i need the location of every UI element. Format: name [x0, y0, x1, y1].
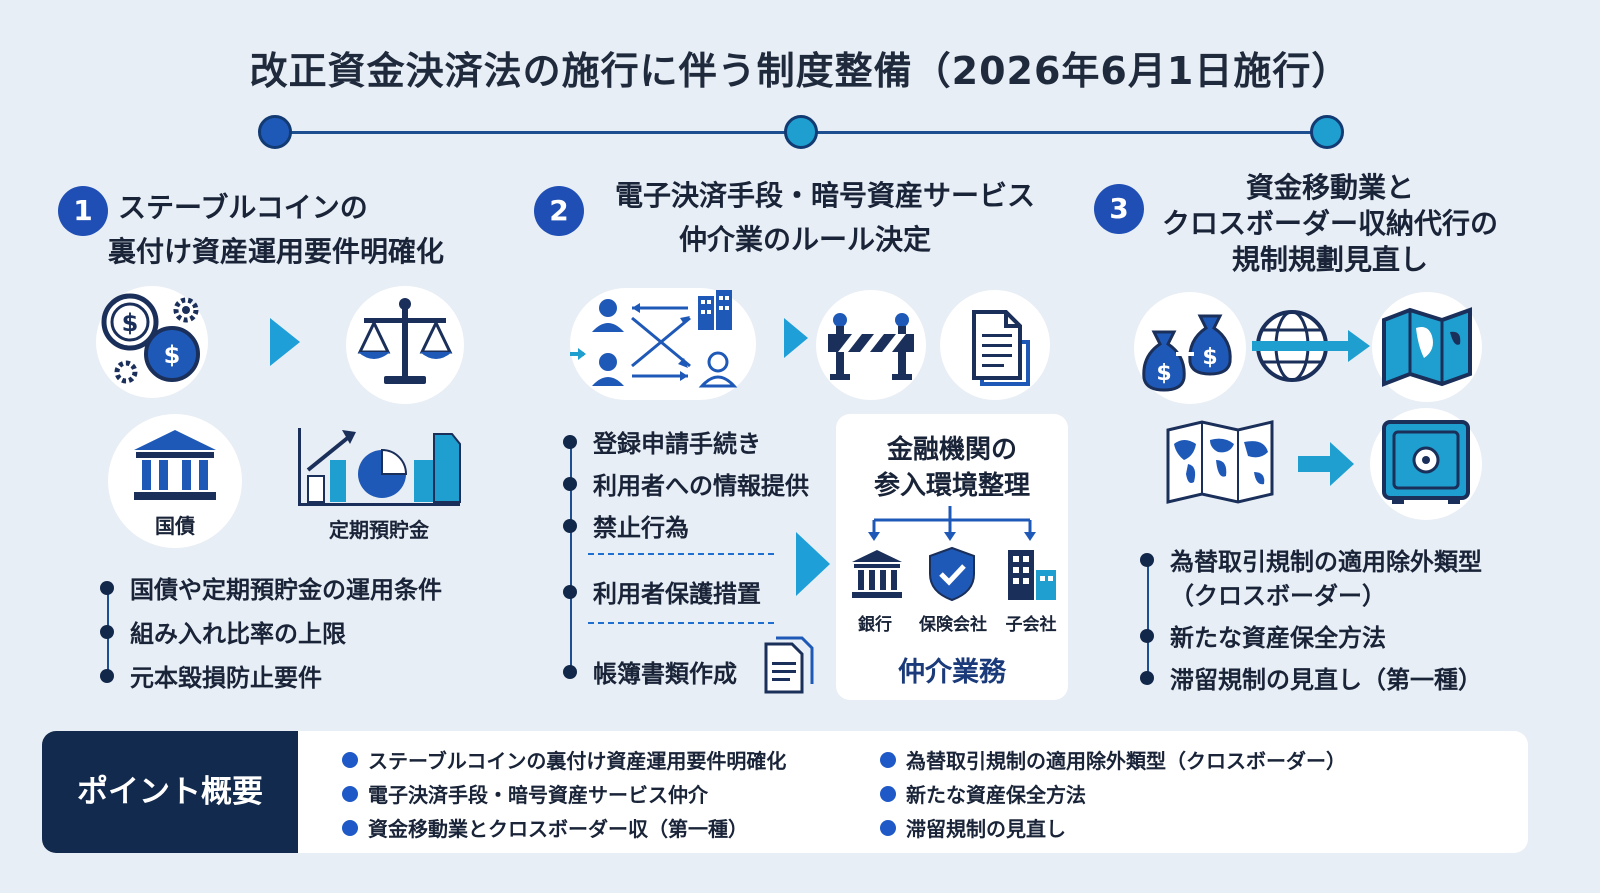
- arrow-right-icon: [1298, 442, 1354, 486]
- page-title: 改正資金決済法の施行に伴う制度整備（2026年6月1日施行）: [249, 49, 1351, 93]
- entity-subsidiary: 子会社: [1005, 615, 1057, 635]
- section-2-bullet-2: 利用者への情報提供: [563, 466, 809, 501]
- financial-institutions-panel: 金融機関の 参入環境整理 銀行 保険会社 子会社 仲介業務: [836, 414, 1068, 700]
- timeline-dot-1: [258, 115, 292, 149]
- barrier-icon: [816, 290, 926, 400]
- section-2-number: 2: [534, 186, 584, 236]
- bank-label: 国債: [155, 514, 195, 538]
- summary-item-left-2: 電子決済手段・暗号資産サービス仲介: [342, 779, 708, 808]
- section-2-bullet-5: 帳簿書類作成: [563, 654, 737, 689]
- section-2-bullet-line: [570, 440, 572, 672]
- money-bags-icon: $ $: [1134, 292, 1246, 404]
- chart-icon: [298, 428, 461, 506]
- svg-text:$: $: [164, 341, 181, 369]
- section-3-bullet-3: 滞留規制の見直し（第一種）: [1140, 660, 1482, 695]
- summary-item-right-3: 滞留規制の見直し: [880, 813, 1066, 842]
- panel-footer: 仲介業務: [898, 657, 1006, 688]
- arrow-right-icon: [784, 318, 808, 358]
- section-3-title-line-3: 規制規劃見直し: [1231, 243, 1428, 276]
- summary-item-right-1: 為替取引規制の適用除外類型（クロスボーダー）: [880, 745, 1346, 774]
- section-3-title-line-1: 資金移動業と: [1245, 171, 1414, 204]
- svg-text:$: $: [1156, 361, 1171, 386]
- summary-item-right-2: 新たな資産保全方法: [880, 779, 1086, 808]
- timeline-dot-3: [1310, 115, 1344, 149]
- section-3-title-line-2: クロスボーダー収納代行の: [1161, 207, 1498, 240]
- section-3-number: 3: [1094, 184, 1144, 234]
- section-3-bullet-line: [1147, 560, 1149, 676]
- section-3-bullet-1: 為替取引規制の適用除外類型: [1140, 542, 1482, 577]
- section-3-bullet-1-continuation: （クロスボーダー）: [1170, 582, 1386, 610]
- safe-icon: [1370, 408, 1482, 520]
- globe-arrow-icon: [1252, 310, 1370, 382]
- map-icon: [1372, 292, 1482, 402]
- arrow-right-icon: [796, 532, 830, 596]
- bank-icon: [852, 550, 902, 598]
- summary-panel: ポイント概要 ステーブルコインの裏付け資産運用要件明確化 電子決済手段・暗号資産…: [42, 731, 1528, 853]
- bank-icon: [134, 430, 216, 500]
- section-2-bullet-4: 利用者保護措置: [563, 574, 761, 609]
- svg-text:$: $: [122, 309, 139, 337]
- building-icon: [1008, 550, 1056, 600]
- svg-text:$: $: [1202, 345, 1217, 370]
- summary-item-left-1: ステーブルコインの裏付け資産運用要件明確化: [342, 745, 786, 774]
- dollar-gears-icon: $ $: [96, 286, 208, 398]
- chart-label: 定期預貯金: [329, 518, 429, 542]
- people-network-icon: [570, 288, 756, 400]
- entity-insurance: 保険会社: [919, 615, 987, 635]
- panel-title-line-1: 金融機関の: [886, 435, 1017, 465]
- shield-check-icon: [929, 546, 975, 602]
- section-3-bullet-2: 新たな資産保全方法: [1140, 618, 1386, 653]
- section-1-title-line-1: ステーブルコインの: [118, 191, 368, 224]
- section-1-bullet-1: 国債や定期預貯金の運用条件: [100, 570, 442, 605]
- section-2-bullet-3: 禁止行為: [563, 508, 689, 543]
- section-1-bullet-3: 元本毀損防止要件: [100, 658, 322, 693]
- timeline-dot-2: [784, 115, 818, 149]
- section-1-number: 1: [58, 186, 108, 236]
- scales-icon: [346, 286, 464, 404]
- summary-heading: ポイント概要: [42, 731, 298, 853]
- branch-arrows: [868, 506, 1036, 541]
- summary-item-left-3: 資金移動業とクロスボーダー収（第一種）: [342, 813, 748, 842]
- section-1-title-line-2: 裏付け資産運用要件明確化: [108, 235, 445, 268]
- entity-bank: 銀行: [858, 615, 892, 635]
- bank-icon-circle: 国債: [108, 414, 242, 548]
- document-icon: [940, 290, 1050, 400]
- section-2-title-line-2: 仲介業のルール決定: [678, 223, 931, 256]
- section-1-bullet-2: 組み入れ比率の上限: [100, 614, 346, 649]
- section-2-title-line-1: 電子決済手段・暗号資産サービス: [614, 179, 1035, 212]
- section-2-bullet-1: 登録申請手続き: [563, 424, 761, 459]
- arrow-right-icon: [270, 318, 300, 366]
- ledger-document-icon: [764, 636, 814, 694]
- panel-title-line-2: 参入環境整理: [873, 471, 1030, 501]
- world-map-icon: [1166, 420, 1274, 504]
- divider: [588, 622, 774, 624]
- divider: [588, 553, 774, 555]
